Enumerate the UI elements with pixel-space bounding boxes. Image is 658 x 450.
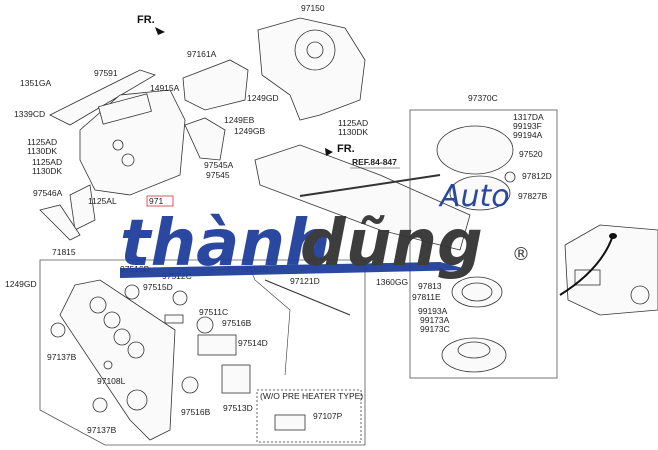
vent-97827b — [449, 175, 511, 211]
front-arrow-icon — [155, 27, 165, 35]
right-parts-box — [409, 109, 558, 379]
part-label[interactable]: 97812D — [522, 171, 552, 181]
part-label[interactable]: 97545A — [204, 160, 234, 170]
part-label[interactable]: 1249GB — [234, 126, 266, 136]
part-label[interactable]: 97545 — [206, 170, 230, 180]
part-label[interactable]: 97107P — [313, 411, 343, 421]
part-label[interactable]: 1130DK — [32, 166, 62, 176]
part-label[interactable]: 97546A — [33, 188, 63, 198]
lower-box-labels: 1249GD 97516B 97515D 97512C 91610 97121D… — [5, 264, 363, 435]
reference-label[interactable]: REF.84-847 — [352, 157, 397, 167]
part-label[interactable]: 1130DK — [27, 146, 57, 156]
part-label[interactable]: 97150 — [301, 3, 325, 13]
watermark-suffix: Auto — [438, 179, 510, 214]
part-label[interactable]: 1125AD — [338, 118, 368, 128]
part-label[interactable]: 1249GD — [247, 93, 279, 103]
variant-box — [256, 389, 362, 443]
blower-housing — [257, 17, 366, 121]
part-label[interactable]: 1125AD — [32, 157, 62, 167]
right-box-labels: 97370C 1317DA 99193F 99194A 97520 97812D… — [376, 93, 552, 334]
duct-97546a — [69, 184, 96, 231]
part-label[interactable]: 97827B — [518, 191, 548, 201]
part-label[interactable]: 97511C — [199, 307, 228, 317]
lower-parts-box — [39, 259, 366, 446]
part-label[interactable]: 71815 — [52, 247, 76, 257]
vent-ring-97520 — [436, 125, 514, 175]
watermark-brand-blue: thành — [120, 207, 330, 281]
registered-mark: ® — [512, 244, 530, 265]
part-label[interactable]: 97811E — [412, 292, 441, 302]
part-label[interactable]: 1360GG — [376, 277, 408, 287]
part-label[interactable]: 97137B — [87, 425, 117, 435]
part-label[interactable]: 99173C — [420, 324, 450, 334]
part-label[interactable]: 1249GD — [5, 279, 37, 289]
part-label[interactable]: 97516B — [181, 407, 211, 417]
part-label[interactable]: 1249EB — [224, 115, 255, 125]
watermark-brand-dark: dũng — [300, 207, 483, 281]
vehicle-icon — [559, 224, 658, 316]
part-label[interactable]: 97137B — [47, 352, 77, 362]
part-label[interactable]: 97513D — [223, 403, 253, 413]
part-label[interactable]: 97813 — [418, 281, 442, 291]
part-label[interactable]: 99173A — [420, 315, 450, 325]
duct-97161a — [182, 59, 249, 111]
part-label[interactable]: 97108L — [97, 376, 126, 386]
part-label[interactable]: 97591 — [94, 68, 118, 78]
part-label[interactable]: 1125AD — [27, 137, 57, 147]
part-label[interactable]: 97161A — [187, 49, 217, 59]
control-panel — [59, 279, 176, 441]
right-box-title[interactable]: 97370C — [468, 93, 498, 103]
part-label[interactable]: 1339CD — [14, 109, 45, 119]
part-label[interactable]: 1317DA — [513, 112, 544, 122]
upper-labels: 97150 97161A 97591 1351GA 14915A 1249GD … — [14, 3, 368, 257]
watermark-logo: thành dũng Auto ® — [120, 179, 530, 281]
bracket-97591 — [49, 69, 156, 126]
part-label[interactable]: 97516B — [222, 318, 252, 328]
part-label[interactable]: 97515D — [143, 282, 173, 292]
part-label[interactable]: 99193F — [513, 121, 542, 131]
highlighted-part-label[interactable]: 971 — [149, 196, 163, 206]
part-label[interactable]: 97121D — [290, 276, 320, 286]
heater-unit — [79, 89, 186, 196]
variant-note: (W/O PRE HEATER TYPE) — [260, 391, 363, 401]
part-label[interactable]: 97520 — [519, 149, 543, 159]
front-arrow-icon — [325, 148, 333, 156]
part-label[interactable]: 1125AL — [88, 196, 117, 206]
part-label[interactable]: 99194A — [513, 130, 543, 140]
front-marker-1: FR. — [137, 14, 155, 26]
part-label[interactable]: 14915A — [150, 83, 180, 93]
duct-71815 — [39, 204, 81, 241]
duct-97545 — [184, 117, 226, 161]
front-marker-2: FR. — [337, 143, 355, 155]
part-label[interactable]: 99193A — [418, 306, 448, 316]
part-label[interactable]: 1351GA — [20, 78, 52, 88]
part-label[interactable]: 97514D — [238, 338, 268, 348]
part-label[interactable]: 1130DK — [338, 127, 368, 137]
